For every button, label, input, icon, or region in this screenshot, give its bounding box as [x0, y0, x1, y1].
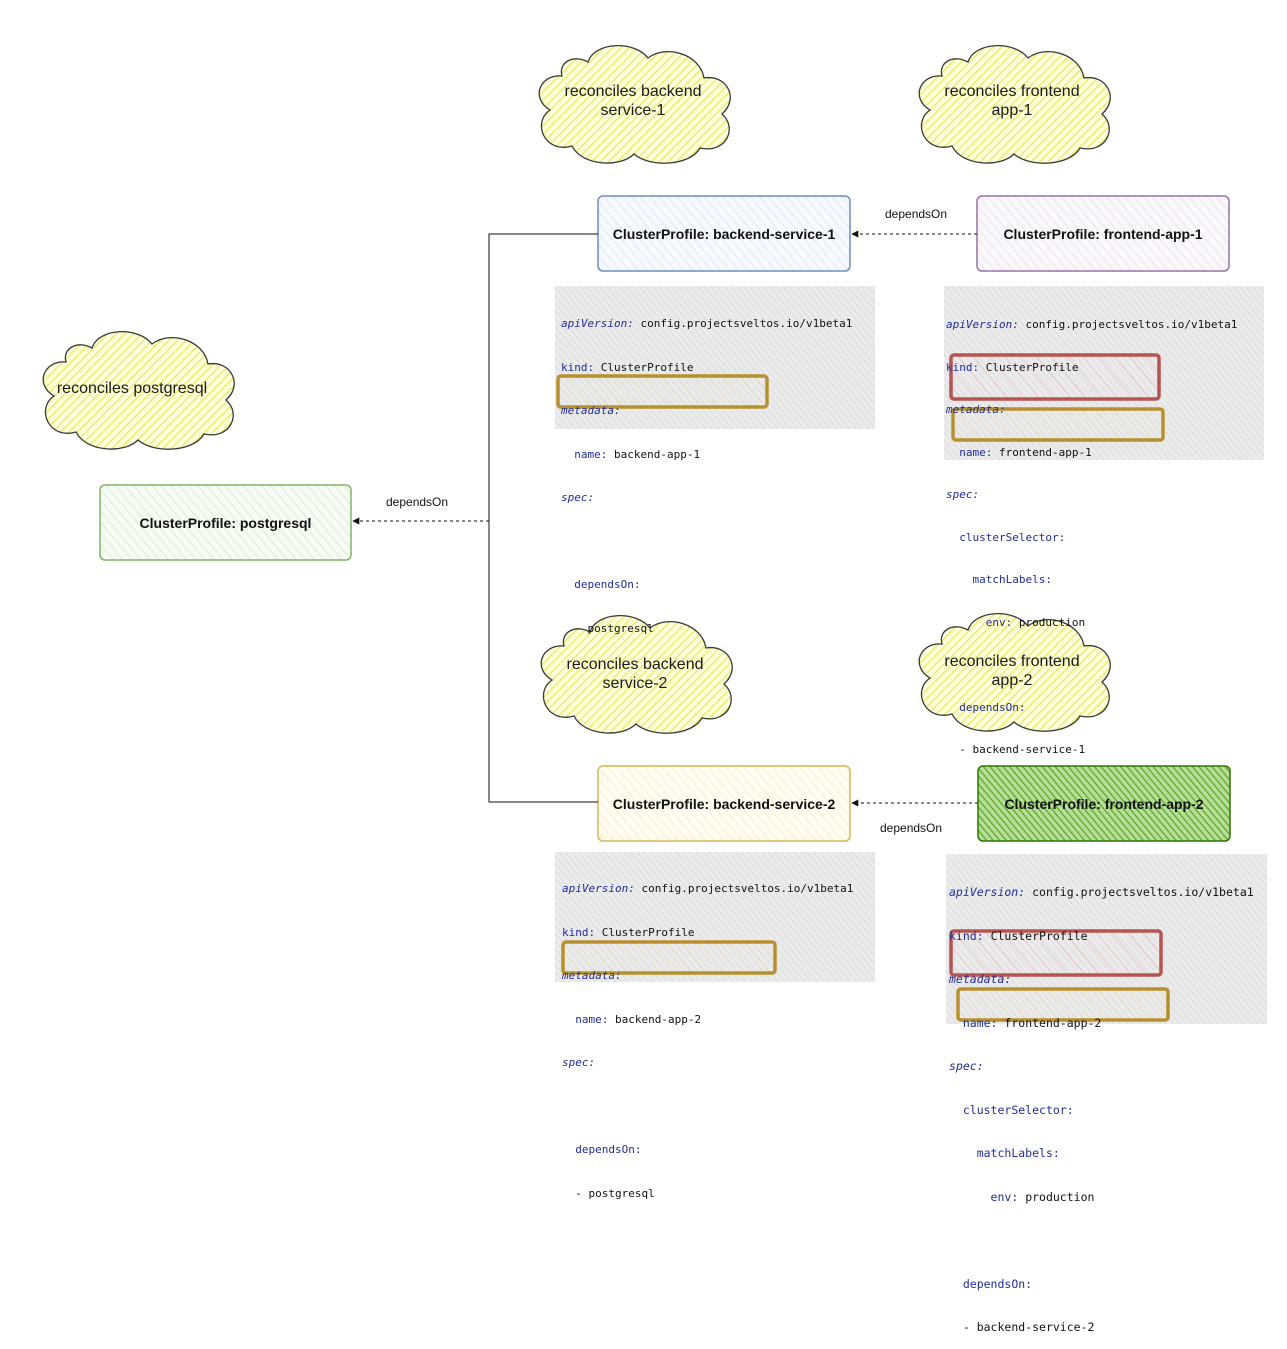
yaml-value: frontend-app-2 [1004, 1015, 1102, 1030]
yaml-key: name: [574, 447, 608, 461]
yaml-key: clusterSelector: [962, 1102, 1074, 1117]
yaml-value: ClusterProfile [990, 928, 1088, 943]
dependson-highlight-frontend1 [951, 407, 1165, 442]
yaml-value: config.projectsveltos.io/v1beta1 [1032, 885, 1254, 899]
yaml-key: dependsOn: [959, 700, 1026, 714]
yaml-value: ClusterProfile [600, 360, 694, 374]
yaml-frontend2: apiVersion: config.projectsveltos.io/v1b… [949, 856, 1254, 1349]
cloud-frontend-2 [918, 613, 1111, 732]
yaml-key: spec: [562, 1056, 596, 1069]
cloud-line: reconciles backend [564, 83, 702, 100]
yaml-key: env: [985, 615, 1013, 629]
yaml-key: name: [575, 1012, 609, 1026]
yaml-value: config.projectsveltos.io/v1beta1 [1025, 318, 1238, 331]
yaml-key: env: [990, 1189, 1019, 1204]
yaml-backend2: apiVersion: config.projectsveltos.io/v1b… [562, 853, 853, 1216]
yaml-key: clusterSelector: [959, 530, 1066, 544]
dependson-highlight-backend2 [561, 940, 777, 975]
yaml-key: apiVersion: [562, 882, 635, 895]
yaml-key: name: [959, 445, 993, 459]
cloud-line: reconciles frontend [944, 83, 1080, 100]
yaml-value: - backend-service-1 [959, 743, 1086, 756]
yaml-value: backend-app-2 [615, 1012, 702, 1026]
cloud-text-backend-2: reconciles backend service-2 [545, 655, 725, 693]
yaml-key: apiVersion: [949, 885, 1026, 899]
yaml-key: apiVersion: [946, 318, 1019, 331]
cp-backend2-box [597, 765, 851, 842]
edge-label-backend2: dependsOn [880, 821, 943, 835]
yaml-value: - postgresql [574, 621, 654, 635]
yaml-value: - backend-service-2 [962, 1320, 1095, 1334]
cloud-line: service-1 [600, 102, 666, 119]
yaml-key: spec: [561, 491, 595, 504]
yaml-key: metadata: [949, 972, 1012, 986]
yaml-value: production [1025, 1189, 1095, 1204]
yaml-key: dependsOn: [574, 578, 641, 591]
yaml-backend1: apiVersion: config.projectsveltos.io/v1b… [561, 288, 852, 651]
cloud-backend-1 [538, 45, 731, 164]
yaml-key: spec: [949, 1059, 984, 1073]
yaml-value: frontend-app-1 [999, 445, 1092, 459]
yaml-key: dependsOn: [962, 1276, 1033, 1291]
cloud-text-postgresql: reconciles postgresql [42, 379, 222, 398]
dependson-highlight-backend1 [556, 374, 769, 409]
dependson-highlight-frontend2 [956, 987, 1170, 1022]
cloud-line: app-2 [991, 672, 1033, 689]
yaml-key: apiVersion: [561, 317, 634, 330]
yaml-key: dependsOn: [575, 1143, 642, 1156]
cp-backend2-label: ClusterProfile: backend-service-2 [612, 795, 836, 812]
clusterselector-highlight-frontend1 [949, 353, 1161, 401]
diagram-canvas [42, 45, 1267, 1024]
yaml-value: production [1018, 615, 1086, 629]
cp-frontend1-label: ClusterProfile: frontend-app-1 [1003, 225, 1203, 242]
yaml-value: config.projectsveltos.io/v1beta1 [641, 882, 854, 895]
cloud-line: service-2 [602, 675, 668, 692]
yaml-key: kind: [561, 360, 595, 374]
cp-backend1-label: ClusterProfile: backend-service-1 [612, 225, 836, 242]
yaml-frontend1: apiVersion: config.projectsveltos.io/v1b… [946, 289, 1237, 771]
cloud-line: reconciles frontend [944, 653, 1080, 670]
cloud-text-backend-1: reconciles backend service-1 [543, 82, 723, 120]
cloud-text-frontend-2: reconciles frontend app-2 [922, 652, 1102, 690]
yaml-key: matchLabels: [972, 573, 1052, 586]
yaml-key: spec: [946, 488, 980, 501]
cp-frontend2-label: ClusterProfile: frontend-app-2 [1004, 795, 1204, 812]
cloud-backend-2 [540, 615, 733, 734]
yaml-key: kind: [562, 925, 596, 939]
cloud-text-frontend-1: reconciles frontend app-1 [922, 82, 1102, 120]
yaml-key: kind: [946, 360, 980, 374]
cloud-line: app-1 [991, 102, 1033, 119]
cloud-postgresql [42, 331, 235, 450]
yaml-value: ClusterProfile [985, 360, 1079, 374]
yaml-key: metadata: [561, 404, 621, 417]
edge-label-backend1: dependsOn [885, 207, 948, 221]
cp-postgresql-box [99, 484, 352, 561]
yaml-key: metadata: [562, 969, 622, 982]
yaml-key: matchLabels: [976, 1146, 1060, 1160]
cloud-line: reconciles backend [566, 656, 704, 673]
yaml-value: - postgresql [575, 1186, 655, 1200]
clusterselector-highlight-frontend2 [949, 929, 1163, 977]
edge-label-postgresql: dependsOn [386, 495, 449, 509]
backend-bracket-line [488, 233, 598, 803]
yaml-key: metadata: [946, 403, 1006, 416]
cloud-line: reconciles postgresql [56, 380, 208, 397]
cloud-frontend-1 [918, 45, 1111, 164]
yaml-value: backend-app-1 [614, 447, 701, 461]
yaml-value: config.projectsveltos.io/v1beta1 [640, 317, 853, 330]
yaml-key: kind: [949, 928, 984, 943]
cp-postgresql-label: ClusterProfile: postgresql [139, 514, 312, 531]
yaml-value: ClusterProfile [601, 925, 695, 939]
yaml-key: name: [962, 1015, 998, 1030]
